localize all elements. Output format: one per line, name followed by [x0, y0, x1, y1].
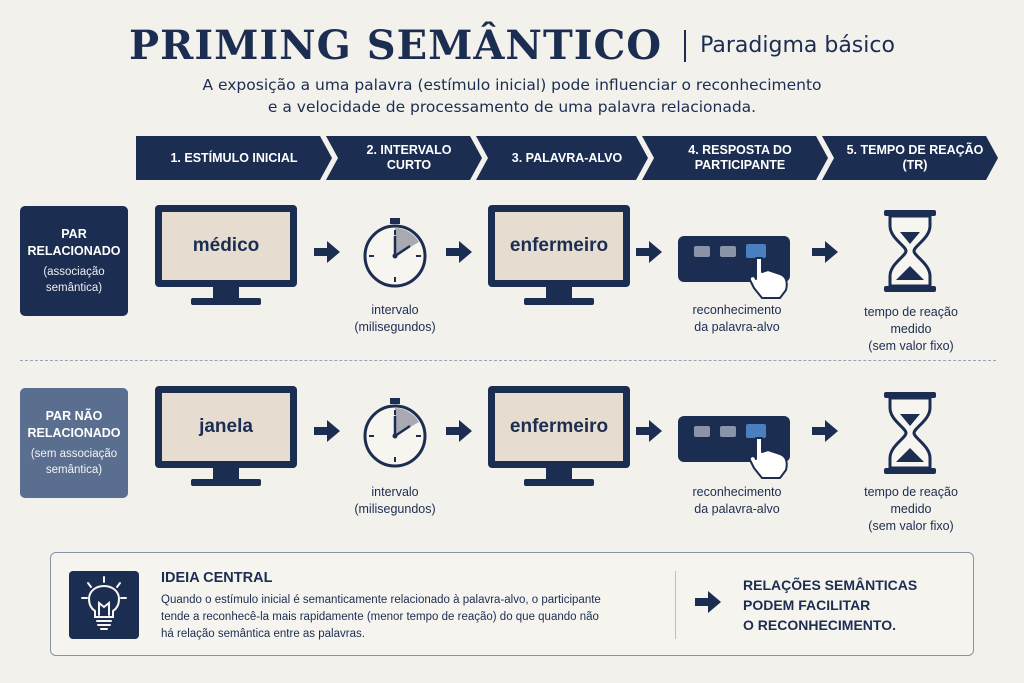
- page-title: PRIMING SEMÂNTICO: [129, 22, 663, 69]
- step-3: 3. PALAVRA-ALVO: [476, 136, 648, 180]
- title-block: PRIMING SEMÂNTICO Paradigma básico: [0, 22, 1024, 69]
- monitor-target-unrelated: enfermeiro: [488, 386, 630, 490]
- bulb-panel: [69, 571, 139, 639]
- step-5-line-2: (TR): [902, 158, 928, 172]
- row-divider: [20, 360, 996, 361]
- idea-separator: [675, 571, 676, 639]
- monitor-target-related: enfermeiro: [488, 205, 630, 309]
- clock-icon: [363, 218, 427, 288]
- row-label-related-line-1: PAR: [61, 227, 87, 241]
- row-label-unrelated-sub-2: semântica): [45, 464, 103, 476]
- interval-caption-unrelated: intervalo (milisegundos): [354, 485, 436, 516]
- arrow-right-icon: [695, 591, 721, 613]
- idea-text: Quando o estímulo inicial é semanticamen…: [161, 594, 601, 640]
- hourglass-icon: [884, 392, 936, 474]
- prime-word: janela: [162, 393, 290, 461]
- step-4-line-1: 4. RESPOSTA DO: [688, 143, 792, 157]
- monitor-prime-related: médico: [155, 205, 297, 309]
- step-2-line-1: 2. INTERVALO: [366, 143, 452, 157]
- rt-caption-related: tempo de reação medido (sem valor fixo): [864, 305, 958, 353]
- arrow-right-icon: [314, 420, 340, 442]
- clock-icon: [363, 398, 427, 468]
- arrow-right-icon: [812, 420, 838, 442]
- arrow-right-icon: [812, 241, 838, 263]
- row-label-related-sub-1: (associação: [43, 266, 105, 278]
- arrow-right-icon: [314, 241, 340, 263]
- rt-caption-unrelated: tempo de reação medido (sem valor fixo): [864, 485, 958, 533]
- row-label-related-line-2: RELACIONADO: [27, 244, 121, 258]
- idea-conclusion: RELAÇÕES SEMÂNTICAS PODEM FACILITAR O RE…: [743, 577, 918, 633]
- page-subtitle: Paradigma básico: [700, 33, 895, 58]
- step-1-line-1: 1. ESTÍMULO INICIAL: [170, 150, 298, 165]
- arrow-right-icon: [636, 241, 662, 263]
- step-1: 1. ESTÍMULO INICIAL: [136, 136, 332, 180]
- idea-title: IDEIA CENTRAL: [161, 570, 273, 586]
- row-label-unrelated-sub-1: (sem associação: [30, 448, 118, 460]
- row-label-related: PAR RELACIONADO (associação semântica): [20, 206, 128, 316]
- description-line-1: A exposição a uma palavra (estímulo inic…: [202, 76, 822, 94]
- hourglass-icon: [884, 210, 936, 292]
- step-3-line-1: 3. PALAVRA-ALVO: [511, 150, 623, 165]
- pointing-hand-icon: [748, 437, 788, 479]
- interval-caption-related: intervalo (milisegundos): [354, 303, 436, 334]
- lightbulb-icon: [81, 576, 127, 630]
- step-2-line-2: CURTO: [386, 158, 432, 172]
- description-line-2: e a velocidade de processamento de uma p…: [267, 98, 757, 116]
- row-label-unrelated-line-1: PAR NÃO: [45, 409, 103, 423]
- prime-word: médico: [162, 212, 290, 280]
- response-keypad-icon: [678, 236, 790, 299]
- arrow-right-icon: [446, 241, 472, 263]
- row-label-unrelated-line-2: RELACIONADO: [27, 426, 121, 440]
- step-5-line-1: 5. TEMPO DE REAÇÃO: [846, 143, 984, 157]
- central-idea-box: IDEIA CENTRAL Quando o estímulo inicial …: [50, 552, 974, 656]
- arrow-right-icon: [446, 420, 472, 442]
- response-caption-unrelated: reconhecimento da palavra-alvo: [692, 485, 782, 516]
- target-word: enfermeiro: [495, 393, 623, 461]
- monitor-prime-unrelated: janela: [155, 386, 297, 490]
- row-label-unrelated: PAR NÃO RELACIONADO (sem associação semâ…: [20, 388, 128, 498]
- step-5: 5. TEMPO DE REAÇÃO(TR): [822, 136, 998, 180]
- arrow-right-icon: [636, 420, 662, 442]
- response-keypad-icon: [678, 416, 790, 479]
- response-caption-related: reconhecimento da palavra-alvo: [692, 303, 782, 334]
- title-divider: [684, 29, 687, 62]
- step-4-line-2: PARTICIPANTE: [694, 158, 786, 172]
- pointing-hand-icon: [748, 257, 788, 299]
- description: A exposição a uma palavra (estímulo inic…: [0, 74, 1024, 118]
- row-label-related-sub-2: semântica): [45, 282, 103, 294]
- target-word: enfermeiro: [495, 212, 623, 280]
